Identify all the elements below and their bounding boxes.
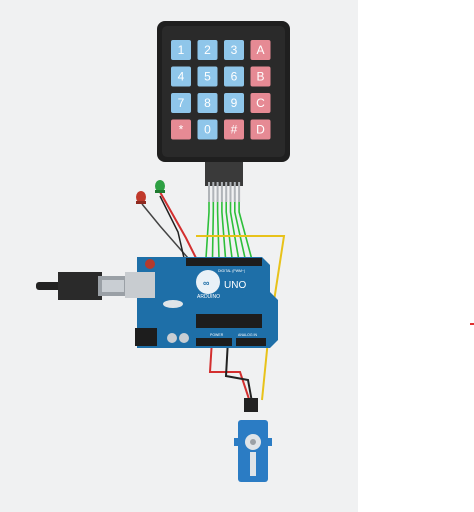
keypad-key[interactable]: 0 [197, 119, 218, 140]
arduino-model: UNO [224, 280, 246, 291]
keypad-key[interactable]: C [250, 93, 271, 113]
capacitor-2 [179, 333, 189, 343]
crystal [163, 300, 183, 308]
arduino-logo [196, 270, 220, 294]
signal-wire[interactable] [196, 235, 286, 401]
ribbon-pin [225, 182, 228, 202]
arduino-board[interactable]: ∞ ARDUINO UNO DIGITAL (PWM~) POWER ANALO… [125, 257, 278, 348]
ribbon-pin [208, 182, 210, 202]
edge-marker [470, 323, 474, 325]
power-jack [135, 328, 157, 346]
ribbon-pin [229, 182, 232, 202]
ribbon-pin [238, 182, 241, 202]
red-led-wire[interactable] [141, 203, 189, 259]
keypad-key[interactable]: 5 [197, 66, 218, 87]
red-led[interactable] [136, 191, 146, 204]
keypad-wire [205, 200, 210, 259]
power-header [196, 338, 232, 346]
servo-connector [244, 398, 258, 412]
power-label: POWER [210, 333, 224, 337]
keypad-wire [229, 200, 240, 259]
keypad-key-label: 2 [204, 43, 211, 57]
keypad-key-label: B [256, 70, 264, 84]
keypad-key-label: 8 [204, 96, 211, 110]
keypad-key-label: 6 [231, 70, 238, 84]
digital-label: DIGITAL (PWM~) [218, 269, 245, 273]
keypad-wire [221, 200, 227, 259]
keypad-key[interactable]: B [250, 66, 271, 87]
capacitor-1 [167, 333, 177, 343]
side-panel [358, 0, 474, 512]
keypad-key[interactable]: # [224, 119, 244, 140]
keypad-key[interactable]: 9 [224, 93, 244, 113]
ribbon-pin [220, 182, 223, 202]
keypad-key-label: # [231, 123, 238, 137]
keypad-key-label: 4 [178, 70, 185, 84]
atmega-chip [196, 314, 262, 328]
keypad-key-label: A [256, 43, 264, 57]
keypad-key-label: 5 [204, 70, 211, 84]
servo-ground-wire[interactable] [224, 339, 253, 403]
green-led-wire[interactable] [159, 191, 197, 259]
keypad-wire [225, 200, 233, 259]
logo-glyph: ∞ [203, 278, 210, 288]
keypad-wire [211, 200, 215, 259]
keypad-key[interactable]: 6 [224, 66, 244, 87]
led-ground-wire[interactable] [159, 195, 185, 259]
keypad-key[interactable]: 2 [197, 40, 218, 60]
servo-power-wire[interactable] [208, 339, 251, 403]
keypad-key-label: D [256, 123, 265, 137]
keypad-ribbon [205, 162, 243, 186]
ribbon-pin [216, 182, 219, 202]
keypad-key[interactable]: 3 [224, 40, 244, 60]
keypad-wire [216, 200, 220, 259]
keypad-key[interactable]: * [171, 119, 191, 140]
digital-header [186, 258, 262, 266]
analog-header [236, 338, 266, 346]
servo-motor[interactable] [234, 398, 272, 482]
keypad-key-label: 1 [178, 43, 185, 57]
keypad-key-label: 3 [231, 43, 238, 57]
keypad-key-label: * [179, 123, 184, 137]
arduino-brand: ARDUINO [197, 294, 220, 300]
keypad-wire [238, 200, 253, 259]
keypad-key[interactable]: D [250, 119, 271, 140]
keypad-key-label: C [256, 96, 265, 110]
keypad-key-label: 0 [204, 123, 211, 137]
green-led[interactable] [155, 180, 165, 193]
usb-cable[interactable] [36, 272, 128, 300]
analog-label: ANALOG IN [238, 333, 258, 337]
keypad-keys[interactable]: 1 2 3 A 4 5 6 B 7 8 9 C * 0 # D [171, 40, 271, 140]
ribbon-pin [233, 182, 236, 202]
ribbon-pin [212, 182, 215, 202]
keypad[interactable]: 1 2 3 A 4 5 6 B 7 8 9 C * 0 # D [157, 21, 290, 202]
keypad-key[interactable]: 4 [171, 66, 191, 87]
keypad-key[interactable]: A [250, 40, 271, 60]
keypad-key[interactable]: 1 [171, 40, 191, 60]
usb-port [125, 272, 155, 298]
keypad-key-label: 9 [231, 96, 238, 110]
reset-button[interactable] [145, 259, 155, 269]
keypad-wire [234, 200, 246, 259]
ribbon-pins [208, 182, 241, 202]
keypad-wires[interactable] [205, 200, 253, 259]
keypad-key[interactable]: 8 [197, 93, 218, 113]
keypad-key[interactable]: 7 [171, 93, 191, 113]
keypad-key-label: 7 [178, 96, 185, 110]
